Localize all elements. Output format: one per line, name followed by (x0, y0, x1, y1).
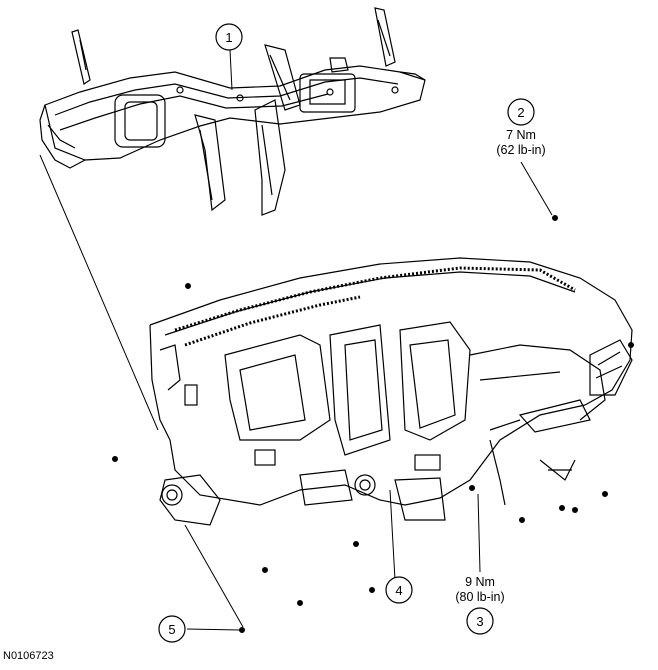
bolt (519, 517, 525, 523)
torque-lbin: (62 lb-in) (496, 143, 546, 157)
bolt (559, 505, 565, 511)
callout-3: 3 (466, 607, 494, 635)
bolt (262, 567, 268, 573)
bolt (469, 485, 475, 491)
svg-text:5: 5 (168, 622, 175, 637)
bolt (369, 587, 375, 593)
bolt (628, 342, 634, 348)
leader-lines (39, 49, 553, 631)
instrument-panel (149, 257, 633, 526)
bolts (112, 215, 634, 633)
bolt (552, 215, 558, 221)
callout-1: 1 (215, 23, 243, 51)
torque-nm: 7 Nm (506, 128, 536, 142)
bolt (239, 627, 245, 633)
torque-spec-callout-2: 7 Nm (62 lb-in) (478, 128, 564, 158)
callout-2: 2 (507, 98, 535, 126)
svg-text:3: 3 (476, 614, 483, 629)
figure-id: N0106723 (3, 650, 54, 662)
bolt (297, 600, 303, 606)
bolt (185, 283, 191, 289)
torque-lbin: (80 lb-in) (455, 590, 505, 604)
bolt (572, 507, 578, 513)
callout-4: 4 (385, 576, 413, 604)
torque-spec-callout-3: 9 Nm (80 lb-in) (437, 575, 523, 605)
torque-nm: 9 Nm (465, 575, 495, 589)
bolt (353, 541, 359, 547)
cross-car-beam (39, 7, 426, 216)
bolt (602, 491, 608, 497)
svg-text:1: 1 (225, 30, 232, 45)
bolt (112, 456, 118, 462)
svg-text:2: 2 (517, 105, 524, 120)
svg-text:4: 4 (395, 583, 402, 598)
callout-5: 5 (158, 615, 186, 643)
